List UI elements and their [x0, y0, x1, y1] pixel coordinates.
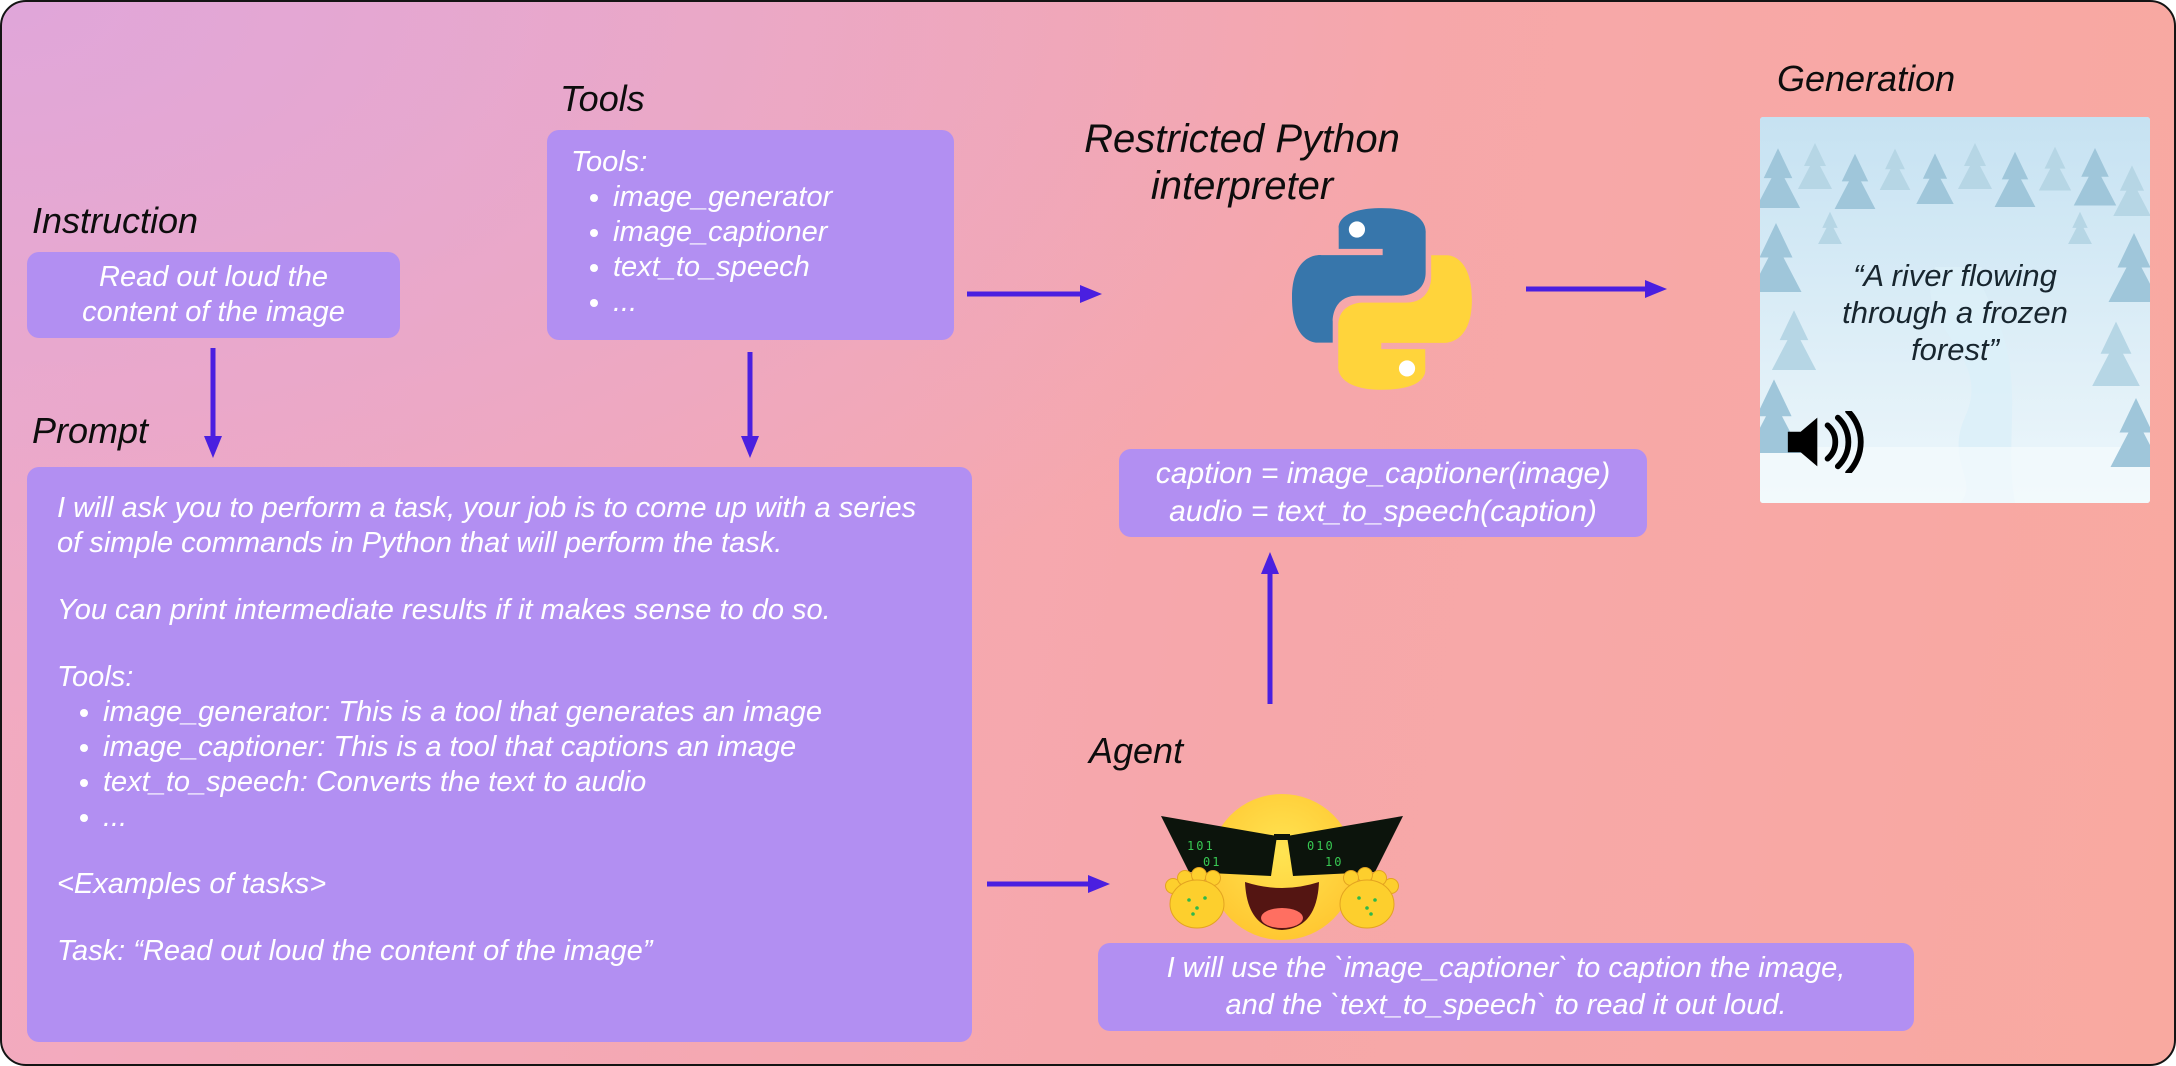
generation-image: “A river flowing through a frozen forest…: [1760, 117, 2150, 503]
tools-list-item: ...: [613, 285, 930, 320]
interpreter-label: Restricted Python interpreter: [1084, 117, 1400, 208]
python-logo-svg: [1292, 208, 1472, 390]
instruction-box: Read out loud the content of the image: [27, 252, 400, 338]
code-line: audio = text_to_speech(caption): [1169, 495, 1597, 528]
code-line: caption = image_captioner(image): [1155, 457, 1611, 490]
tools-box: Tools: image_generator image_captioner t…: [547, 130, 954, 340]
svg-text:01: 01: [1203, 855, 1221, 869]
prompt-paragraph: You can print intermediate results if it…: [57, 594, 831, 626]
prompt-paragraph: I will ask you to perform a task, your j…: [57, 492, 917, 559]
instruction-label: Instruction: [32, 200, 199, 241]
agent-label: Agent: [1089, 730, 1184, 771]
speaker-svg: [1787, 408, 1864, 476]
svg-text:010: 010: [1307, 839, 1335, 853]
prompt-task: Task: “Read out loud the content of the …: [57, 935, 653, 967]
python-blue-snake: [1292, 208, 1426, 343]
prompt-tools-item: image_generator: This is a tool that gen…: [103, 695, 942, 730]
prompt-tools-title: Tools:: [57, 661, 134, 693]
code-box: caption = image_captioner(image) audio =…: [1119, 449, 1647, 537]
prompt-examples: <Examples of tasks>: [57, 868, 327, 900]
snow-ground: [1760, 447, 2150, 503]
python-eye-bottom: [1398, 360, 1416, 377]
tools-list-item: text_to_speech: [613, 250, 930, 285]
agent-emoji-svg: 101 01 010 10: [1161, 794, 1403, 940]
frozen-river: [1930, 267, 2015, 503]
prompt-tools-list: image_generator: This is a tool that gen…: [57, 695, 942, 835]
agent-hand-right: [1339, 867, 1399, 929]
tools-list-item: image_captioner: [613, 215, 930, 250]
speaker-icon: [1784, 408, 1866, 476]
prompt-tools-item: text_to_speech: Converts the text to aud…: [103, 765, 942, 800]
generation-label: Generation: [1777, 58, 1956, 99]
python-logo-icon: [1292, 208, 1472, 390]
agent-matrix-sunglasses: 101 01 010 10: [1161, 816, 1403, 876]
prompt-tools-item: ...: [103, 800, 942, 835]
agent-hand-left: [1165, 867, 1225, 929]
svg-text:10: 10: [1325, 855, 1343, 869]
prompt-tools-item: image_captioner: This is a tool that cap…: [103, 730, 942, 765]
generation-caption: “A river flowing through a frozen forest…: [1842, 258, 2068, 367]
tools-list: image_generator image_captioner text_to_…: [571, 180, 930, 320]
tools-label: Tools: [560, 78, 645, 119]
agent-emoji: 101 01 010 10: [1157, 782, 1407, 944]
svg-text:101: 101: [1187, 839, 1215, 853]
agent-tongue: [1261, 908, 1303, 928]
tools-list-item: image_generator: [613, 180, 930, 215]
agent-face: [1209, 794, 1355, 940]
winter-forest-scene: [1760, 117, 2150, 503]
prompt-label: Prompt: [32, 410, 149, 451]
python-eye-top: [1348, 221, 1366, 238]
tools-box-title: Tools:: [571, 146, 648, 178]
python-yellow-snake: [1338, 255, 1472, 390]
prompt-box: I will ask you to perform a task, your j…: [27, 467, 972, 1042]
agent-message-box: I will use the `image_captioner` to capt…: [1098, 943, 1914, 1031]
